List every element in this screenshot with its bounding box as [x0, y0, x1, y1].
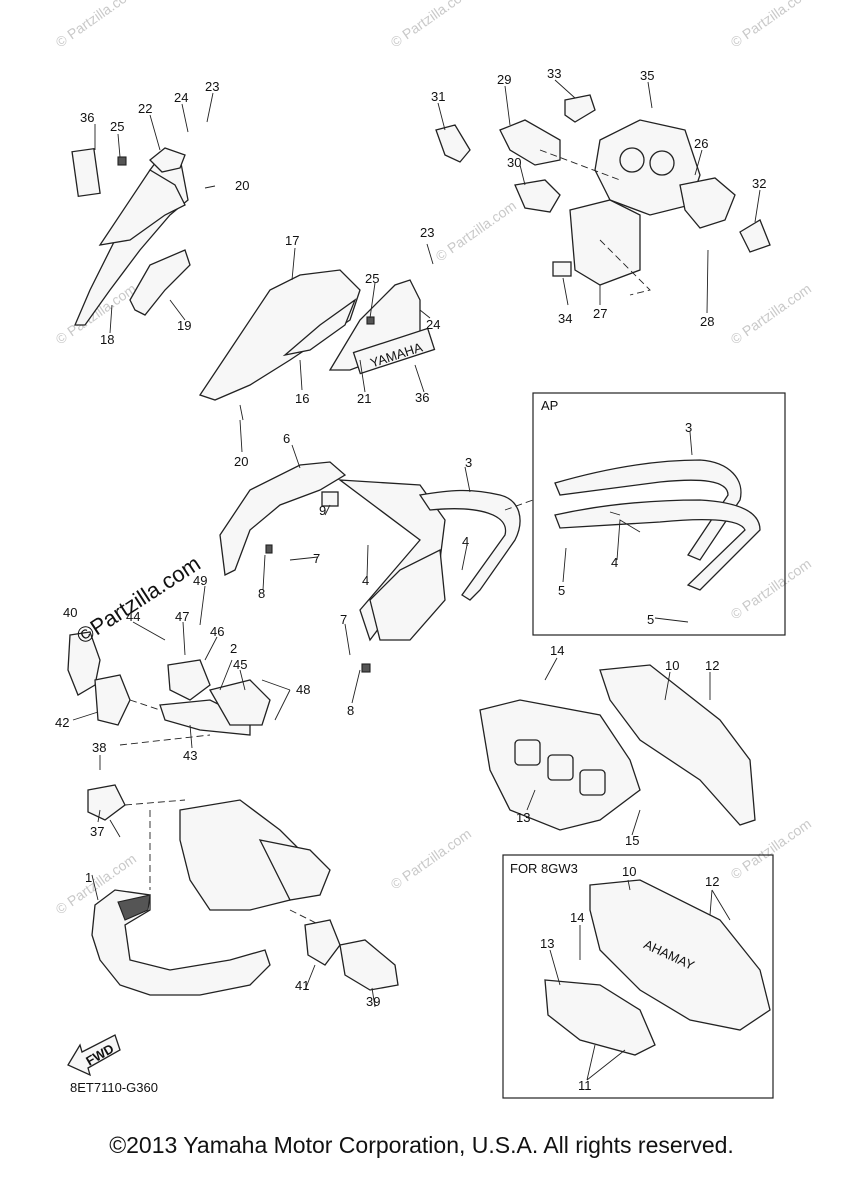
callout-32: 32 — [752, 176, 766, 191]
callout-10: 10 — [665, 658, 679, 673]
callout-20: 20 — [235, 178, 249, 193]
lower-mounts — [304, 919, 399, 1008]
callout-16: 16 — [295, 391, 309, 406]
drawing-code: 8ET7110-G360 — [70, 1080, 158, 1095]
inset-ap: AP — [504, 392, 786, 636]
callout-45: 45 — [233, 657, 247, 672]
watermark: © Partzilla.com — [388, 825, 474, 892]
callout-20: 20 — [234, 454, 248, 469]
callout-25: 25 — [365, 271, 379, 286]
callout-33: 33 — [547, 66, 561, 81]
callout-38: 38 — [92, 740, 106, 755]
callout-4: 4 — [611, 555, 618, 570]
lower-frame-and-bumper — [91, 799, 331, 996]
callout-13: 13 — [540, 936, 554, 951]
callout-12: 12 — [705, 874, 719, 889]
watermark: © Partzilla.com — [433, 197, 519, 264]
callout-12: 12 — [705, 658, 719, 673]
callout-29: 29 — [497, 72, 511, 87]
left-side-cowl — [71, 92, 216, 334]
callout-23: 23 — [205, 79, 219, 94]
watermark: © Partzilla.com — [53, 0, 139, 50]
callout-18: 18 — [100, 332, 114, 347]
callout-3: 3 — [465, 455, 472, 470]
callout-8: 8 — [258, 586, 265, 601]
callout-11: 11 — [578, 1078, 592, 1093]
inset-ap-label: AP — [541, 398, 558, 413]
callout-24: 24 — [426, 317, 440, 332]
callout-5: 5 — [647, 612, 654, 627]
right-side-cowl: YAMAHA — [198, 243, 436, 453]
callout-35: 35 — [640, 68, 654, 83]
callout-26: 26 — [694, 136, 708, 151]
rear-panels — [479, 657, 756, 836]
callout-7: 7 — [340, 612, 347, 627]
inset-8gw3: FOR 8GW3 AHAMAY — [502, 854, 774, 1099]
callout-44: 44 — [126, 609, 140, 624]
callout-40: 40 — [63, 605, 77, 620]
watermark: © Partzilla.com — [388, 0, 474, 50]
callout-43: 43 — [183, 748, 197, 763]
fwd-arrow: FWD — [67, 1034, 121, 1077]
callout-19: 19 — [177, 318, 191, 333]
watermark: © Partzilla.com — [728, 280, 814, 347]
callout-14: 14 — [550, 643, 564, 658]
callout-49: 49 — [193, 573, 207, 588]
callout-3: 3 — [685, 420, 692, 435]
callout-1: 1 — [85, 870, 92, 885]
callout-48: 48 — [296, 682, 310, 697]
callout-2: 2 — [230, 641, 237, 656]
callout-34: 34 — [558, 311, 572, 326]
callout-31: 31 — [431, 89, 445, 104]
callout-41: 41 — [295, 978, 309, 993]
callout-4: 4 — [362, 573, 369, 588]
callout-4: 4 — [462, 534, 469, 549]
callout-23: 23 — [420, 225, 434, 240]
callout-27: 27 — [593, 306, 607, 321]
watermark: © Partzilla.com — [728, 0, 814, 50]
left-bracket-assembly — [67, 585, 291, 838]
callout-17: 17 — [285, 233, 299, 248]
callout-46: 46 — [210, 624, 224, 639]
callout-28: 28 — [700, 314, 714, 329]
callout-47: 47 — [175, 609, 189, 624]
center-frame-assembly — [219, 444, 521, 704]
inset-8gw3-label: FOR 8GW3 — [510, 861, 578, 876]
callout-8: 8 — [347, 703, 354, 718]
callout-6: 6 — [283, 431, 290, 446]
callout-39: 39 — [366, 994, 380, 1009]
callout-7: 7 — [313, 551, 320, 566]
callout-15: 15 — [625, 833, 639, 848]
callout-13: 13 — [516, 810, 530, 825]
callout-42: 42 — [55, 715, 69, 730]
callout-14: 14 — [570, 910, 584, 925]
callout-37: 37 — [90, 824, 104, 839]
callout-5: 5 — [558, 583, 565, 598]
callout-24: 24 — [174, 90, 188, 105]
callout-9: 9 — [319, 503, 326, 518]
meter-panel-assembly — [435, 79, 771, 314]
callout-36: 36 — [415, 390, 429, 405]
callout-21: 21 — [357, 391, 371, 406]
copyright-footer: ©2013 Yamaha Motor Corporation, U.S.A. A… — [109, 1132, 734, 1158]
callout-22: 22 — [138, 101, 152, 116]
part-callouts: 1 2 3 3 4 4 4 5 5 6 7 7 8 8 9 10 10 11 1… — [55, 66, 766, 1093]
watermark: © Partzilla.com — [728, 555, 814, 622]
callout-10: 10 — [622, 864, 636, 879]
callout-25: 25 — [110, 119, 124, 134]
callout-36: 36 — [80, 110, 94, 125]
callout-30: 30 — [507, 155, 521, 170]
